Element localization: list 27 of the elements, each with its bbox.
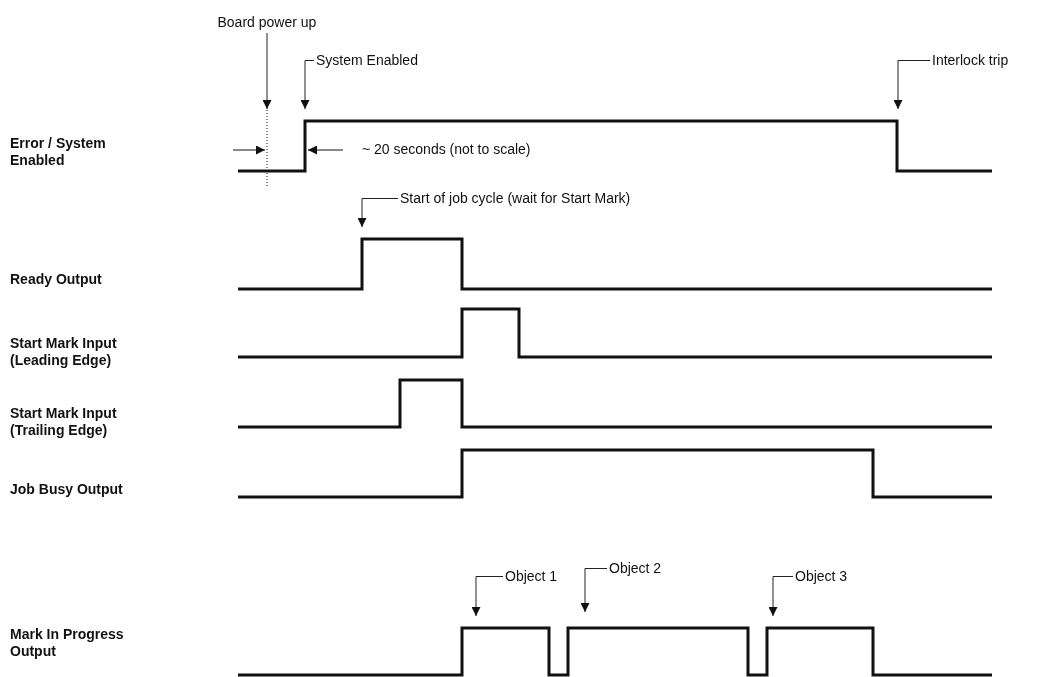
waveform [238,378,992,429]
leader-arrow [580,568,608,613]
signal-name: Mark In Progress Output [10,626,125,660]
leader-arrow [471,576,504,617]
signal-name: Start Mark Input (Trailing Edge) [10,405,118,439]
callout-text: Board power up [217,14,317,31]
signal-name: Ready Output [10,271,103,288]
leader-arrow [357,198,399,228]
callout-text: Interlock trip [932,52,1009,69]
waveform [238,119,992,173]
waveform [238,307,992,359]
callout-text: System Enabled [316,52,418,69]
signal-name: Start Mark Input (Leading Edge) [10,335,118,369]
callout-text: Object 2 [609,560,662,577]
signal-name: Error / System Enabled [10,135,107,169]
leader-arrow [262,32,272,110]
waveform [238,626,992,677]
leader-arrow [893,60,931,110]
callout-text: Start of job cycle (wait for Start Mark) [400,190,631,207]
leader-arrow [768,576,794,617]
waveform [238,237,992,291]
signal-name: Job Busy Output [10,481,124,498]
callout-text: Object 1 [505,568,558,585]
timing-note: ~ 20 seconds (not to scale) [362,141,531,158]
waveform [238,448,992,499]
leader-arrow [300,60,315,110]
callout-text: Object 3 [795,568,848,585]
